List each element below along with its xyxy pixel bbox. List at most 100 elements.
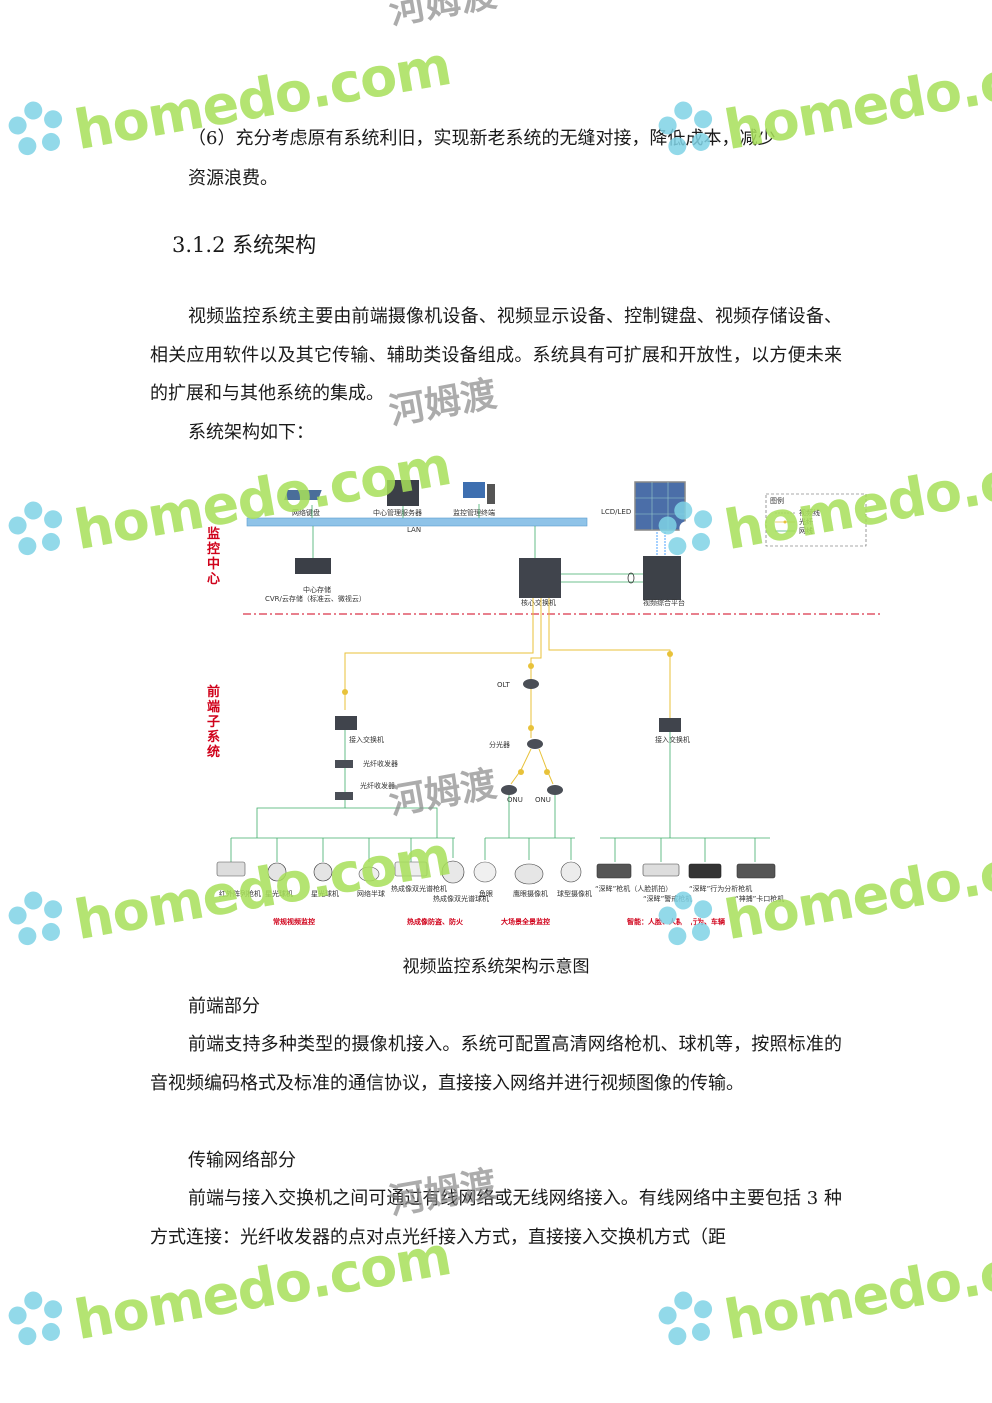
video-platform-label: 视频综合平台 (643, 598, 685, 607)
lan-bar (246, 517, 588, 527)
access-switch-right-label: 接入交换机 (655, 735, 690, 744)
cam-11-icon (642, 863, 680, 877)
camera-row (216, 838, 776, 885)
cam-13-icon (736, 863, 776, 879)
legend-title: 图例 (770, 496, 784, 505)
paragraph-6-line2: 资源浪费。 (188, 168, 278, 189)
zone-front-char-3: 子 (207, 715, 220, 730)
zone-center-label: 监 控 中 心 (207, 526, 225, 587)
fiber-tx-1-label: 光纤收发器 (363, 759, 398, 768)
cam-10-icon (596, 863, 632, 879)
lcd-label: LCD/LED (601, 508, 631, 516)
legend-fiber: 光纤 (799, 517, 813, 526)
zone-front-char-2: 端 (207, 699, 220, 715)
lan-label: LAN (407, 526, 421, 534)
zone-center-char-1: 监 (207, 526, 220, 542)
cam-6-icon (441, 860, 465, 884)
cam-5-icon (394, 861, 428, 877)
fiber-tx-2-label: 光纤收发器 (360, 781, 395, 790)
cam-10-label: “深眸”枪机（人脸抓拍） (595, 884, 672, 893)
onu-2-label: ONU (535, 796, 551, 804)
zone-front-char-5: 统 (207, 744, 220, 760)
flower-logo-icon (8, 101, 63, 156)
front-section-body: 前端支持多种类型的摄像机接入。系统可配置高清网络枪机、球机等，按照标准的音视频编… (150, 1034, 842, 1094)
access-switch-left-label: 接入交换机 (349, 735, 384, 744)
core-switch-device (519, 558, 561, 598)
legend-net: 网线 (799, 526, 813, 535)
zone-center-char-4: 心 (207, 572, 220, 587)
onu-2-device (547, 785, 563, 795)
zone-center-char-3: 中 (207, 556, 220, 572)
cam-11-label: “深眸”警戒枪机 (643, 894, 692, 903)
cam-8-label: 鹰眼摄像机 (513, 889, 548, 898)
cam-4-label: 网络半球 (357, 889, 385, 898)
watermark-cn: 河姆渡 (386, 0, 500, 33)
cam-7-icon (473, 861, 497, 883)
zone-front-char-1: 前 (207, 684, 220, 700)
olt-device (523, 679, 539, 689)
storage-label-1: 中心存储 (303, 585, 331, 594)
zone-center-char-2: 控 (207, 541, 220, 557)
mgmt-client-label: 监控管理终端 (453, 508, 495, 517)
cam-1-label: 红外阵列枪机 (219, 889, 261, 898)
architecture-diagram-svg: LAN 网络键盘 中心管理服务器 监控管理终端 LCD/LED 图例 视频线 (207, 480, 881, 926)
flower-logo-icon (8, 1291, 63, 1346)
cam-3-icon (313, 862, 333, 882)
cam-5-label: 热成像双光谱枪机 (391, 884, 447, 893)
figure-caption: 视频监控系统架构示意图 (402, 957, 590, 977)
flower-logo-icon (658, 1291, 713, 1346)
video-wall (634, 481, 686, 531)
video-platform-device (643, 556, 681, 600)
net-keyboard-device (284, 490, 322, 500)
flower-logo-icon (8, 891, 63, 946)
mgmt-client-tower (487, 484, 495, 504)
cam-9-icon (560, 861, 582, 883)
olt-label: OLT (497, 681, 510, 689)
access-switch-left-device (335, 716, 357, 730)
mgmt-server-label: 中心管理服务器 (373, 508, 422, 517)
cam-1-icon (216, 861, 246, 877)
legend-box (765, 493, 867, 547)
cam-9-label: 球型摄像机 (557, 889, 592, 898)
cam-7-label: 鱼眼 (479, 889, 493, 898)
cam-2-icon (267, 862, 287, 882)
fiber-tx-2-device (335, 792, 353, 800)
paragraph-architecture-intro: 系统架构如下： (188, 422, 314, 443)
flower-logo-icon (8, 501, 63, 556)
onu-1-device (501, 785, 517, 795)
cam-8-icon (514, 863, 544, 885)
access-switch-right-device (659, 718, 681, 732)
cam-3-label: 星光球机 (311, 889, 339, 898)
group-3-label: 大场景全景监控 (501, 917, 550, 926)
cam-12-icon (688, 863, 722, 879)
splitter-label: 分光器 (489, 740, 510, 749)
storage-device (295, 558, 331, 574)
zone-front-char-4: 系 (207, 729, 220, 745)
group-4-label: 智能：人脸、人群、行为、车辆 (627, 917, 725, 926)
paragraph-6-line1: （6）充分考虑原有系统利旧，实现新老系统的无缝对接，降低成本，减少 (188, 128, 776, 149)
group-2-label: 热成像防盗、防火 (407, 917, 464, 926)
network-section-body: 前端与接入交换机之间可通过有线网络或无线网络接入。有线网络中主要包括 3 种方式… (150, 1188, 842, 1248)
front-section-title: 前端部分 (188, 996, 260, 1017)
storage-label-2: CVR/云存储（标准云、微视云） (265, 594, 366, 603)
network-section-title: 传输网络部分 (188, 1150, 296, 1171)
mgmt-client-monitor (463, 482, 485, 498)
section-heading: 3.1.2 系统架构 (172, 233, 317, 257)
cam-6-label: 热成像双光谱球机 (433, 894, 489, 903)
net-keyboard-label: 网络键盘 (292, 508, 320, 517)
paragraph-overview: 视频监控系统主要由前端摄像机设备、视频显示设备、控制键盘、视频存储设备、相关应用… (150, 306, 842, 404)
splitter-device (527, 739, 543, 749)
architecture-diagram: LAN 网络键盘 中心管理服务器 监控管理终端 LCD/LED 图例 视频线 (195, 470, 885, 940)
onu-1-label: ONU (507, 796, 523, 804)
group-1-label: 常规视频监控 (273, 917, 315, 926)
fiber-tx-1-device (335, 760, 353, 768)
zone-front-label: 前 端 子 系 统 (207, 684, 225, 760)
mgmt-server-device (387, 480, 419, 506)
core-switch-label: 核心交换机 (521, 598, 556, 607)
cam-13-label: “神捕”卡口枪机 (735, 894, 784, 903)
cam-2-label: 星光球机 (265, 889, 293, 898)
cam-4-icon (358, 866, 380, 882)
cam-12-label: “深眸”行为分析枪机 (689, 884, 752, 893)
legend-video: 视频线 (799, 508, 820, 517)
